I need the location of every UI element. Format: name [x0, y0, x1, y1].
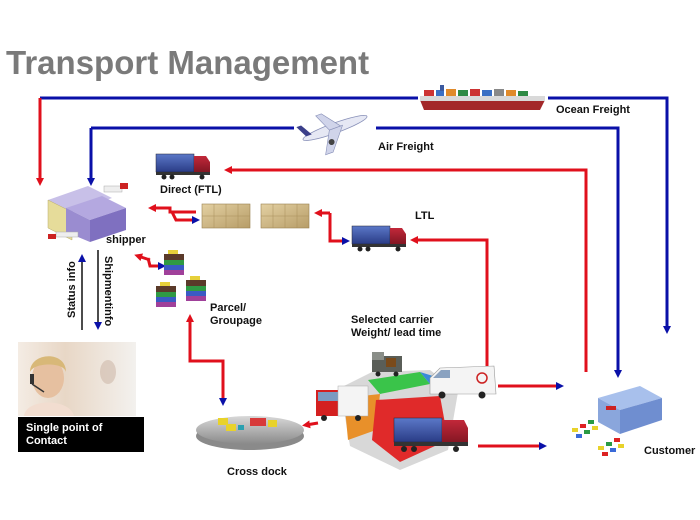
customer-label: Customer [644, 445, 696, 457]
parcel-crossdock-link [186, 314, 227, 406]
parcel-groupage-label: Parcel/ Groupage [210, 302, 262, 328]
shipper-label: shipper [106, 234, 146, 246]
single-point-of-contact-box: Single point of Contact [18, 417, 144, 452]
parcel-label-line1: Parcel/ [210, 302, 247, 314]
air-freight-route [87, 126, 622, 378]
pallet-boxes-icon-1 [201, 203, 251, 229]
ltl-route [410, 236, 489, 372]
page-title: Transport Management [6, 44, 370, 81]
ocean-freight-label: Ocean Freight [556, 104, 630, 116]
parcel-stack-icon [156, 250, 206, 307]
parcel-label-line2: Groupage [210, 315, 262, 327]
shipper-parcel-link [134, 253, 166, 270]
delivery-van-icon [429, 365, 497, 399]
customer-building-icon [598, 386, 662, 434]
truck-icon-rigid [316, 385, 369, 421]
air-freight-label: Air Freight [378, 141, 434, 153]
direct-ftl-label: Direct (FTL) [160, 184, 222, 196]
contact-line1: Single point of [26, 422, 103, 434]
selected-carrier-label: Selected carrier Weight/ lead time [351, 314, 441, 340]
cross-dock-platform-icon [196, 416, 304, 450]
customer-cars-icon [572, 420, 624, 456]
contact-line2: Contact [26, 435, 67, 447]
truck-icon-ltl [351, 225, 406, 252]
truck-icon-main-carrier [393, 417, 468, 452]
carrier-crossdock-arrow [302, 420, 319, 429]
warehouse-icon [47, 183, 128, 242]
shipper-pallet-link [148, 204, 200, 224]
truck-icon-ftl [155, 153, 210, 180]
pallet-ltl-link [314, 209, 350, 245]
status-info-label: Status info [66, 261, 78, 318]
ltl-label: LTL [415, 210, 435, 222]
shipment-info-label: Shipmentinfo [102, 256, 114, 327]
cross-dock-label: Cross dock [227, 466, 287, 478]
selected-carrier-line2: Weight/ lead time [351, 327, 442, 339]
truck-icon-parcel-carrier [372, 352, 402, 377]
call-center-agent-photo [18, 342, 136, 416]
agent-icon [24, 356, 116, 416]
pallet-boxes-icon-2 [260, 203, 310, 229]
selected-carrier-line1: Selected carrier [351, 314, 434, 326]
container-ship-icon [420, 85, 545, 110]
ocean-freight-route [36, 96, 671, 334]
airplane-icon [296, 113, 368, 156]
direct-ftl-route [224, 166, 588, 372]
